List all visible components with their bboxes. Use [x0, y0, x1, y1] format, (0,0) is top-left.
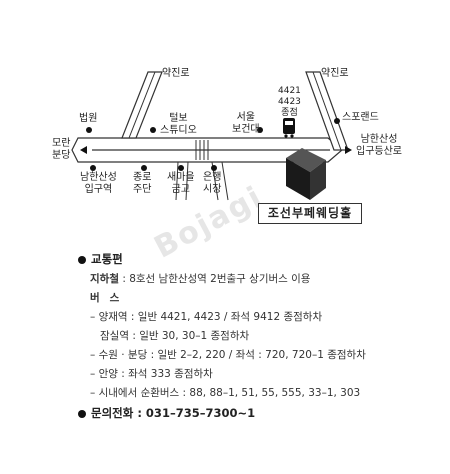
label-saemaeul-geumgo: 새마을 금고 — [167, 172, 195, 195]
bus-line: – 안양 : 좌석 333 종점하차 — [90, 368, 213, 380]
bullet-icon — [78, 256, 86, 264]
right-arrow-icon — [345, 146, 352, 154]
subway-row: 지하철 : 8호선 남한산성역 2번출구 상기버스 이용 — [78, 270, 366, 289]
marker-saemaeul — [178, 165, 184, 171]
marker-spoland — [334, 118, 340, 124]
label-jongno-judan: 종로 주단 — [133, 172, 152, 195]
bus-line: 잠실역 : 일반 30, 30–1 종점하차 — [100, 330, 250, 342]
left-arrow-icon — [80, 146, 87, 154]
railway-crossing — [195, 140, 209, 160]
phone-row: 문의전화 : 031–735–7300~1 — [78, 404, 366, 424]
transport-title: 교통편 — [91, 252, 123, 266]
bus-heading-row: 버스 — [78, 289, 366, 308]
label-spoland: 스포랜드 — [342, 112, 379, 123]
subway-text: : 8호선 남한산성역 2번출구 상기버스 이용 — [118, 273, 311, 285]
info-block: 교통편 지하철 : 8호선 남한산성역 2번출구 상기버스 이용 버스 – 양재… — [78, 250, 366, 424]
marker-station — [90, 165, 96, 171]
marker-beopwon — [86, 127, 92, 133]
bus-line: – 수원 · 분당 : 일반 2–2, 220 / 좌석 : 720, 720–… — [90, 349, 366, 361]
left-diagonal-road — [121, 71, 163, 139]
bullet-icon — [78, 410, 86, 418]
marker-telbo — [150, 127, 156, 133]
marker-bogeondae — [257, 127, 263, 133]
main-road — [71, 137, 343, 163]
bus-icon — [283, 118, 295, 138]
label-namhansanseong-deungsanro: 남한산성 입구등산로 — [356, 134, 402, 157]
phone-label: 문의전화 — [91, 406, 134, 420]
bus-line: – 양재역 : 일반 4421, 4423 / 좌석 9412 종점하차 — [90, 311, 323, 323]
label-yakjinro-right: 약진로 — [321, 68, 349, 79]
label-seoul-bogeondae: 서울 보건대 — [232, 112, 260, 135]
bus-line: – 시내에서 순환버스 : 88, 88–1, 51, 55, 555, 33–… — [90, 387, 361, 399]
label-telbo-studio: 털보 스튜디오 — [160, 113, 197, 136]
marker-eunhaeng — [211, 165, 217, 171]
label-yakjinro-left: 약진로 — [162, 68, 190, 79]
transport-heading: 교통편 — [78, 250, 366, 270]
subway-label: 지하철 — [90, 273, 119, 285]
phone-number: : 031–735–7300~1 — [133, 406, 256, 420]
bus-label: 버스 — [90, 292, 130, 304]
label-eunhaeng-sijang: 은행 시장 — [203, 172, 222, 195]
location-map — [71, 71, 352, 201]
destination-building-icon — [286, 148, 326, 200]
label-namhansanseong-station: 남한산성 입구역 — [80, 172, 117, 195]
destination-label: 조선부페웨딩홀 — [258, 203, 362, 224]
marker-jongno — [141, 165, 147, 171]
label-moran-bundang: 모란 분당 — [52, 138, 71, 161]
label-beopwon: 법원 — [79, 113, 98, 124]
label-bus-4421: 4421 4423 종점 — [278, 86, 301, 118]
